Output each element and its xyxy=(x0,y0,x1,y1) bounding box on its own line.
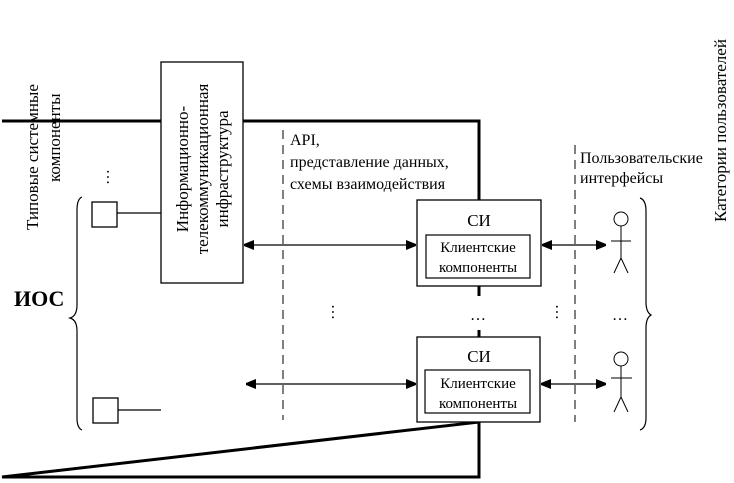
client-components-label: компоненты xyxy=(439,260,517,276)
left-brace xyxy=(67,196,83,431)
right-brace xyxy=(639,197,653,431)
client-components-box xyxy=(425,234,531,279)
system-component-box xyxy=(92,397,119,424)
si-label: СИ xyxy=(467,347,491,366)
user-icon xyxy=(611,351,632,413)
svg-text:представление данных,: представление данных, xyxy=(290,154,449,171)
components-ellipsis: … xyxy=(103,169,120,185)
infrastructure-label: Информационно- телекоммуникационная инфр… xyxy=(173,84,232,255)
svg-text:API,: API, xyxy=(290,132,320,149)
ellipsis: … xyxy=(470,307,486,324)
client-components-label: Клиентские xyxy=(440,376,516,392)
ellipsis: … xyxy=(612,307,628,324)
client-components-box xyxy=(424,369,531,414)
client-components-label: компоненты xyxy=(439,396,517,412)
si-box xyxy=(416,336,541,423)
client-components-label: Клиентские xyxy=(440,240,516,256)
svg-text:телекоммуникационная: телекоммуникационная xyxy=(193,84,212,255)
system-components-label: Типовые системные компоненты xyxy=(23,84,64,230)
svg-text:интерфейсы: интерфейсы xyxy=(580,170,663,187)
api-label: API, представление данных, схемы взаимод… xyxy=(290,132,449,193)
user-categories-label: Категории пользователей xyxy=(711,39,730,222)
svg-text:схемы взаимодействия: схемы взаимодействия xyxy=(290,176,446,193)
user-interfaces-label: Пользовательские интерфейсы xyxy=(580,150,703,187)
svg-text:инфраструктура: инфраструктура xyxy=(213,110,232,227)
svg-text:Типовые системные: Типовые системные xyxy=(23,84,42,230)
ios-label: ИОС xyxy=(14,286,64,311)
ellipsis: … xyxy=(552,304,569,320)
svg-text:компоненты: компоненты xyxy=(45,93,64,182)
system-component-box xyxy=(91,201,118,228)
si-box xyxy=(416,199,542,287)
ios-boundary xyxy=(1,119,481,479)
svg-text:Информационно-: Информационно- xyxy=(173,105,192,232)
si-label: СИ xyxy=(467,211,491,230)
ellipsis: … xyxy=(328,304,345,320)
infrastructure-box xyxy=(160,61,244,284)
svg-text:Пользовательские: Пользовательские xyxy=(580,150,703,167)
user-icon xyxy=(611,211,631,274)
